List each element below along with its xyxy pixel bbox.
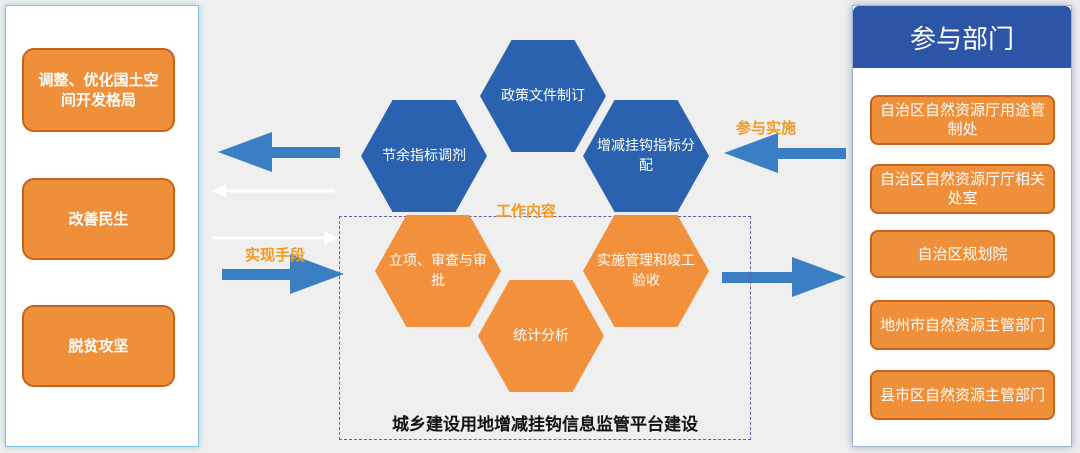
departments-header: 参与部门 <box>853 6 1071 68</box>
thin-arrow-left <box>212 184 335 198</box>
dept-related-offices: 自治区自然资源厅厅相关处室 <box>870 164 1055 214</box>
goal-spatial-layout: 调整、优化国土空间开发格局 <box>22 48 175 132</box>
hex-policy-docs: 政策文件制订 <box>480 40 606 152</box>
thin-arrow-right <box>212 231 338 245</box>
goal-livelihood: 改善民生 <box>22 178 175 260</box>
dept-county: 县市区自然资源主管部门 <box>870 370 1055 420</box>
platform-title: 城乡建设用地增减挂钩信息监管平台建设 <box>392 415 698 435</box>
arrow-to-goals <box>218 132 340 172</box>
arrow-means-in <box>222 254 344 294</box>
goal-poverty: 脱贫攻坚 <box>22 305 175 387</box>
dept-use-control: 自治区自然资源厅用途管制处 <box>870 95 1055 145</box>
work-content-box <box>339 216 751 440</box>
work-content-label: 工作内容 <box>496 202 557 220</box>
arrow-participate-in <box>724 133 846 173</box>
dept-prefecture: 地州市自然资源主管部门 <box>870 300 1055 350</box>
means-label: 实现手段 <box>245 246 306 264</box>
participate-label: 参与实施 <box>736 119 797 137</box>
arrow-out-right <box>722 257 846 297</box>
dept-planning-institute: 自治区规划院 <box>870 230 1055 278</box>
